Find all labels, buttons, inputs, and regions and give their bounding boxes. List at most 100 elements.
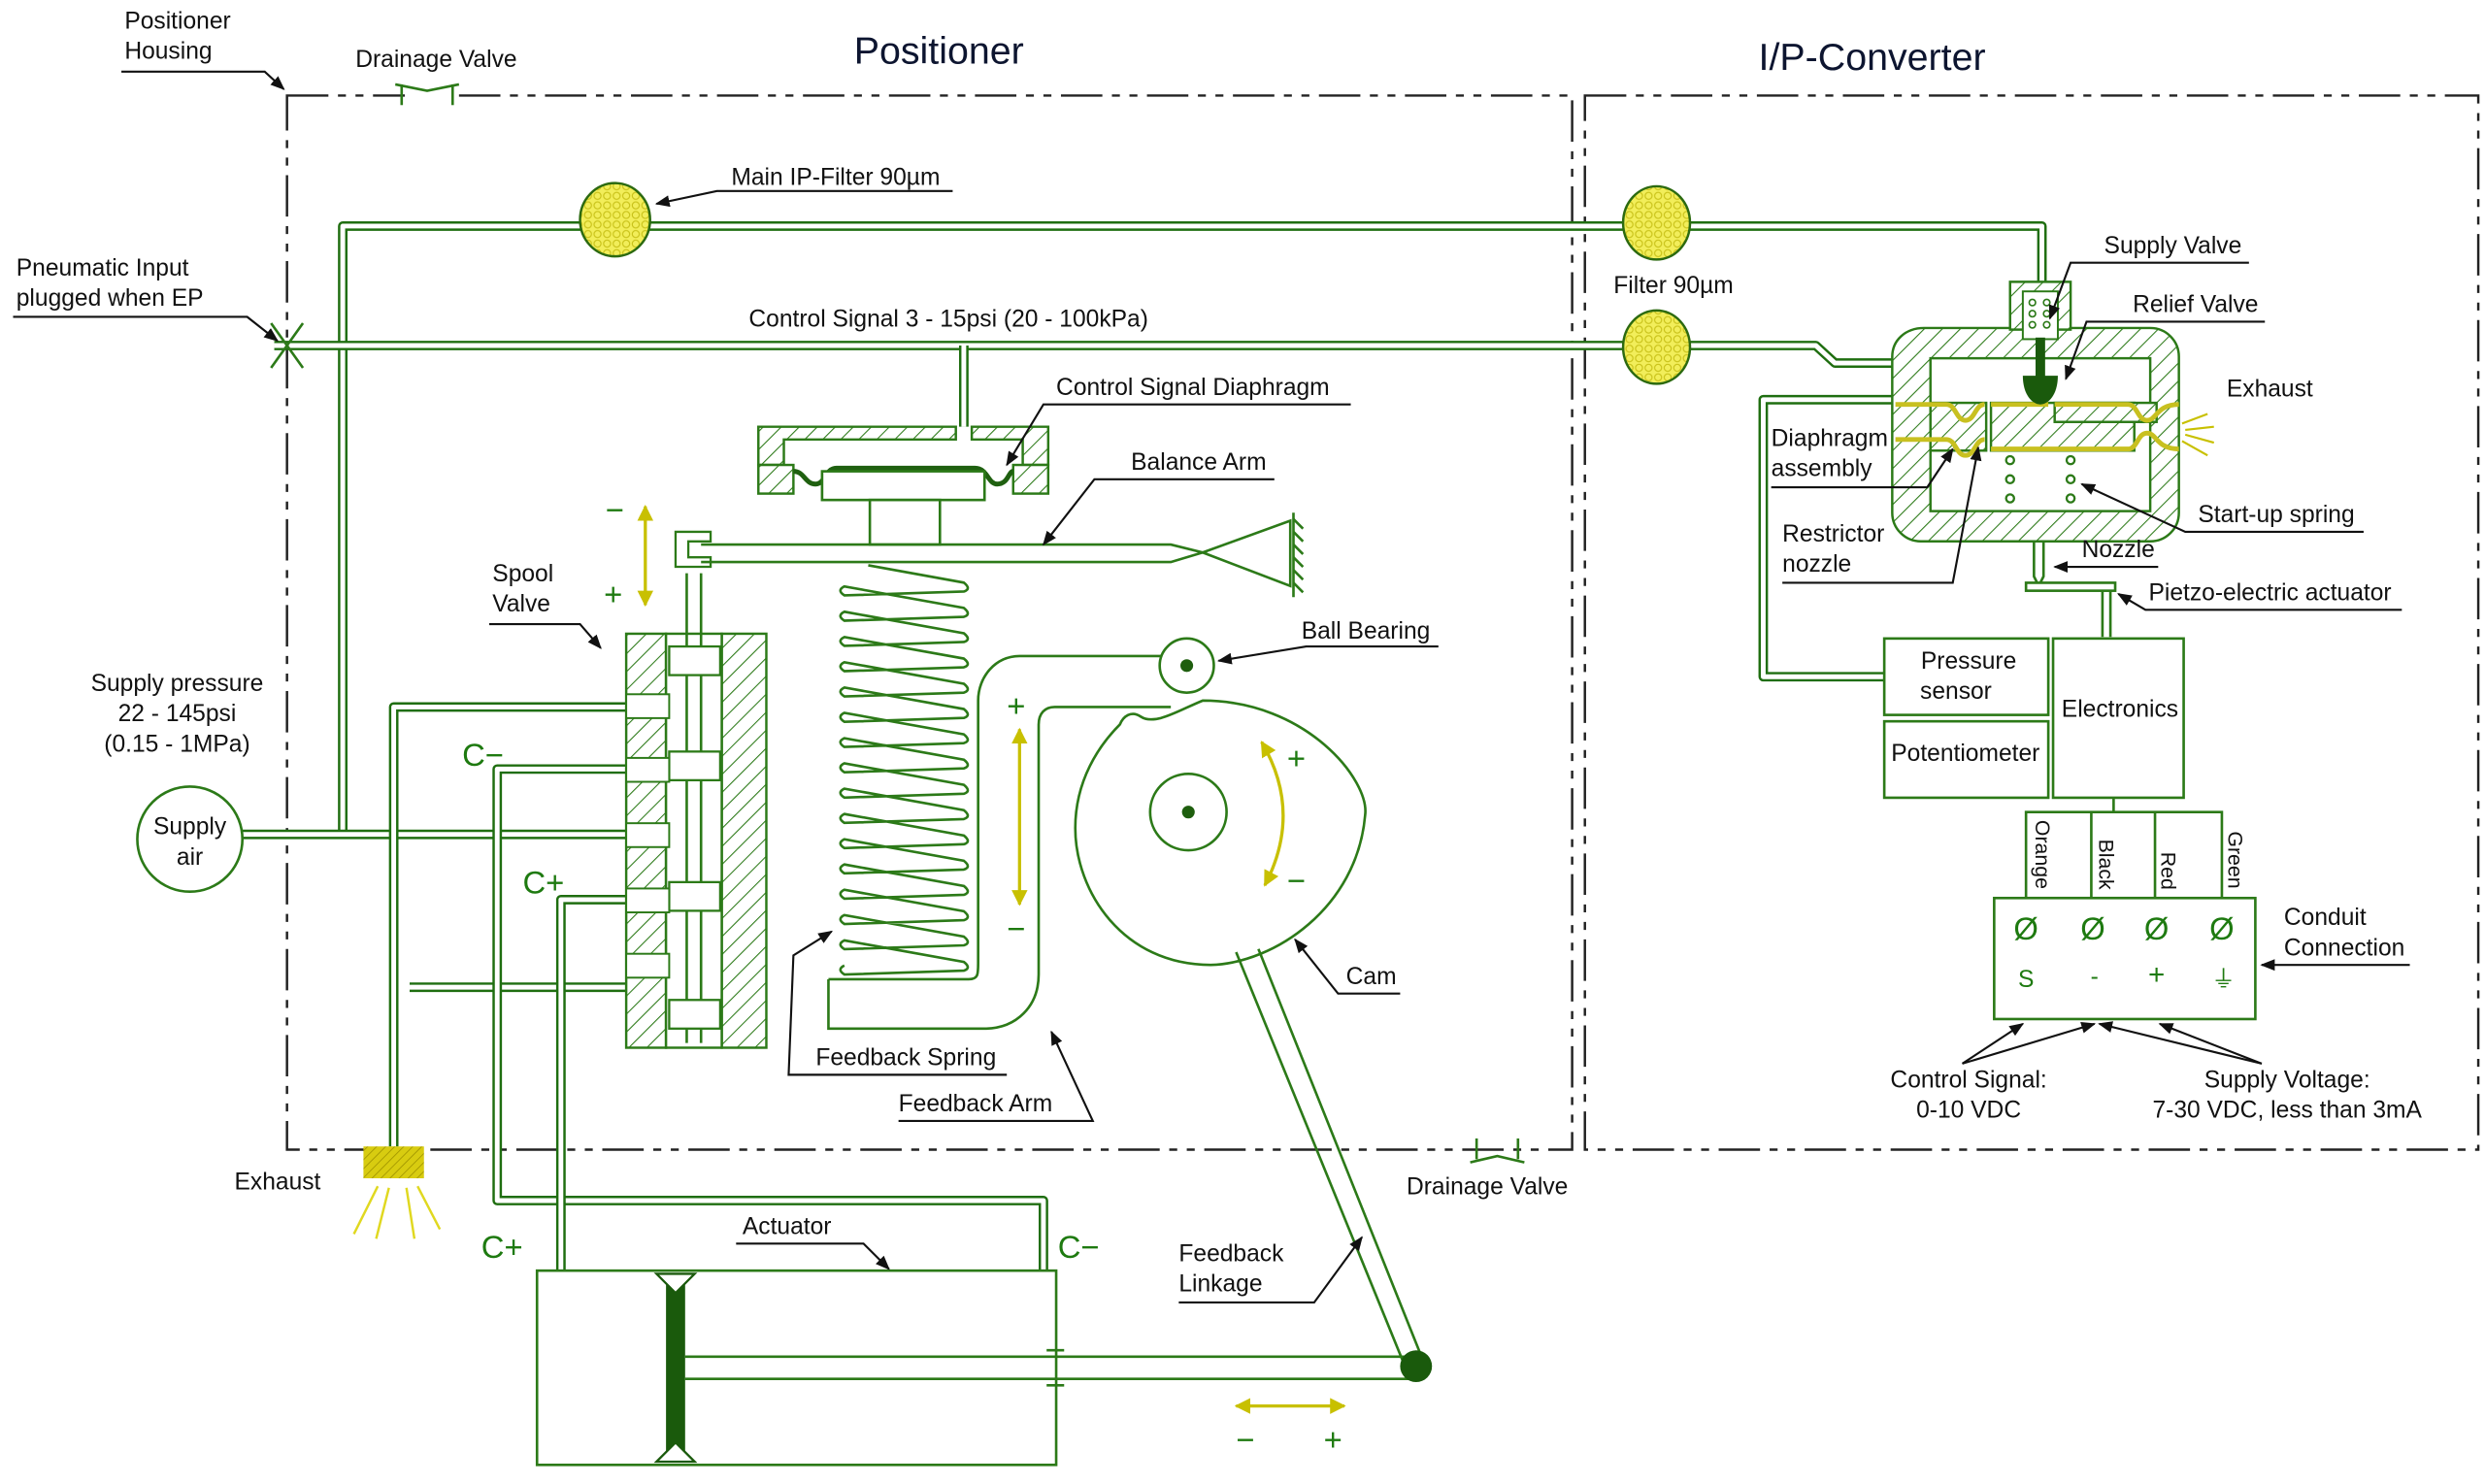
conduit-connection-text-1: Conduit [2284,905,2367,931]
arm-plus-sign: + [1007,687,1025,723]
label-supply-voltage: Supply Voltage: 7-30 VDC, less than 3mA [2098,1021,2423,1124]
spool-valve [624,530,768,1049]
label-actuator: Actuator [736,1213,890,1270]
terminal-plus-mark: + [2148,959,2165,991]
feedback-arm [827,654,1172,1031]
supply-pressure-text-2: 22 - 145psi [118,701,237,727]
positioner-housing-text-1: Positioner [124,9,230,35]
supply-voltage-text-2: 7-30 VDC, less than 3mA [2152,1098,2422,1124]
ip-exhaust-icon [2181,412,2215,457]
conduit-connection-text-2: Connection [2284,935,2404,961]
control-signal-pipe [274,341,1904,427]
drainage-valve-bottom-icon [1470,1138,1525,1164]
feedback-linkage [1235,948,1426,1368]
supply-air-label-1: Supply [153,814,227,841]
restrictor-nozzle-text-1: Restrictor [1782,521,1884,547]
positioner-housing-text-2: Housing [124,39,212,65]
pneumatic-input-text-2: plugged when EP [17,285,204,312]
feedback-linkage-text-2: Linkage [1178,1270,1262,1297]
actuator [535,1269,1433,1467]
restrictor-nozzle-text-2: nozzle [1782,551,1851,577]
exhaust-left-label: Exhaust [235,1169,321,1195]
pressure-sensor-label-1: Pressure [1921,648,2016,675]
ip-converter-body [1891,280,2180,638]
actuator-text: Actuator [743,1213,832,1239]
control-signal-diaphragm-text: Control Signal Diaphragm [1056,375,1330,401]
label-ball-bearing: Ball Bearing [1216,618,1439,665]
balance-arm-text: Balance Arm [1131,449,1266,476]
relief-valve-text: Relief Valve [2133,292,2258,318]
port-c-minus-label: C− [462,737,504,773]
supply-voltage-text-1: Supply Voltage: [2204,1068,2370,1094]
label-nozzle: Nozzle [2053,537,2159,574]
label-diaphragm-assembly: Diaphragm assembly [1771,425,1954,489]
feedback-arm-motion-arrow: + − [1007,687,1028,946]
pneumatic-input-text-1: Pneumatic Input [17,255,189,281]
start-up-spring-text: Start-up spring [2198,502,2354,528]
label-piezo-actuator: Pietzo-electric actuator [2117,579,2402,611]
actuator-plus-sign: + [1324,1422,1342,1458]
exhaust-right-label: Exhaust [2227,376,2313,402]
supply-valve-text: Supply Valve [2104,233,2242,259]
spool-valve-text-2: Valve [492,591,550,617]
wire-colour-strip: Orange Black Red Green [2024,810,2247,900]
label-cam: Cam [1294,938,1401,995]
label-control-signal-voltage: Control Signal: 0-10 VDC [1890,1022,2097,1124]
terminal-ground-icon: Ø [2209,910,2235,946]
diaphragm-assembly-text-2: assembly [1772,456,1873,482]
ball-bearing [1158,637,1215,694]
pressure-sensor-box: Pressure sensor [1882,637,2050,716]
feedback-spring-text: Feedback Spring [815,1045,996,1072]
cam-text: Cam [1346,964,1397,990]
cam-rotation-arrow: + − [1260,740,1306,899]
label-positioner-housing: Positioner Housing [121,9,285,90]
label-feedback-arm: Feedback Arm [899,1030,1095,1123]
cam-minus-sign: − [1287,863,1306,899]
diaphragm-assembly-text-1: Diaphragm [1772,425,1888,451]
actuator-motion-arrow: − + [1234,1398,1346,1458]
nozzle-text: Nozzle [2082,537,2155,563]
control-signal-label: Control Signal 3 - 15psi (20 - 100kPa) [748,306,1147,332]
spool-minus-sign: − [606,491,624,527]
cam-plus-sign: + [1287,740,1306,775]
drainage-valve-bottom-label: Drainage Valve [1407,1173,1568,1200]
feedback-arm-text: Feedback Arm [899,1091,1053,1117]
label-feedback-linkage: Feedback Linkage [1178,1236,1363,1304]
control-signal-voltage-text-1: Control Signal: [1890,1068,2046,1094]
pressure-sensor-pipe [1758,394,1904,682]
spool-valve-text-1: Spool [492,561,553,587]
supply-pressure-text-1: Supply pressure [91,671,264,697]
wire-label-black: Black [2095,840,2118,890]
filter-supply-icon [1621,184,1692,261]
label-restrictor-nozzle: Restrictor nozzle [1782,445,1982,584]
conduit-connection-block: Ø Ø Ø Ø S - + ⏚ [1993,896,2257,1021]
potentiometer-box: Potentiometer [1882,719,2050,800]
drainage-valve-top-icon [394,82,460,106]
actuator-c-minus-label: C− [1058,1229,1100,1265]
cam [1074,699,1367,967]
filter-control-icon [1621,309,1692,385]
label-pneumatic-input: Pneumatic Input plugged when EP [13,255,279,343]
wire-label-green: Green [2224,831,2247,888]
arm-minus-sign: − [1007,910,1025,946]
label-balance-arm: Balance Arm [1043,449,1275,546]
supply-pressure-text-3: (0.15 - 1MPa) [104,731,249,757]
label-relief-valve: Relief Valve [2065,292,2266,380]
supply-air-label-2: air [177,844,203,871]
drainage-valve-top-label: Drainage Valve [355,47,516,73]
control-signal-diaphragm [757,425,1050,546]
control-signal-voltage-text-2: 0-10 VDC [1916,1098,2021,1124]
piezo-actuator-text: Pietzo-electric actuator [2148,579,2391,606]
ball-bearing-text: Ball Bearing [1302,618,1431,644]
supply-air-pipes [242,221,2047,1274]
electronics-label: Electronics [2062,696,2178,722]
ip-converter-housing-boundary [1583,94,2480,1151]
feedback-spring [839,564,970,976]
positioner-housing-boundary [285,94,1574,1151]
exhaust-silencer-icon [352,1146,442,1239]
spool-plus-sign: + [604,576,622,611]
terminal-minus-mark: - [2091,964,2099,990]
positioner-title: Positioner [854,30,1024,73]
terminal-plus-icon: Ø [2144,910,2170,946]
